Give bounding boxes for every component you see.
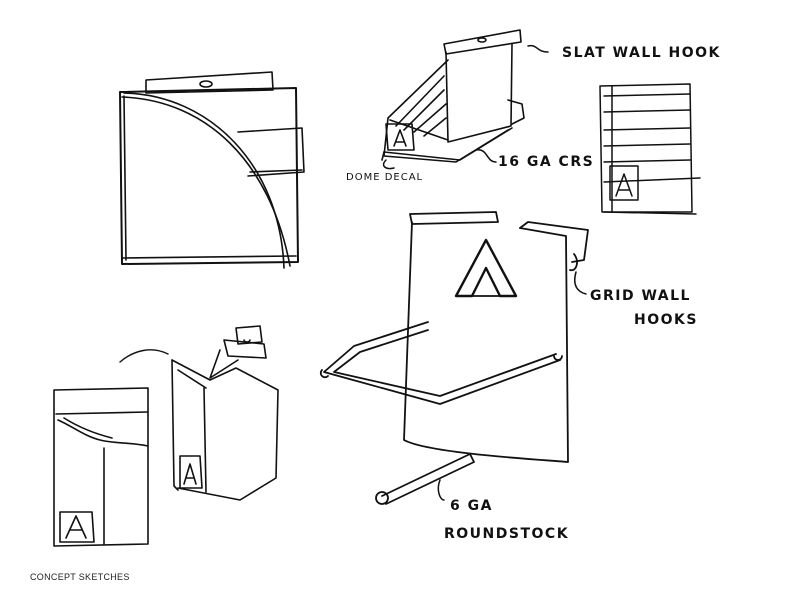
sketch-box-front <box>53 387 149 547</box>
label-roundstock: ROUNDSTOCK <box>444 526 569 542</box>
footer-caption: CONCEPT SKETCHES <box>30 572 130 582</box>
callout-lines-grid <box>437 271 587 501</box>
callout-line-bin <box>119 349 169 363</box>
label-grid-wall: GRID WALL <box>590 288 691 304</box>
sketch-grid-wall-display <box>319 211 589 505</box>
label-6-ga: 6 GA <box>450 498 493 514</box>
sketch-square-panel <box>119 71 305 269</box>
sketch-slat-wall-tray <box>381 29 525 163</box>
label-dome-decal: DOME DECAL <box>346 172 423 183</box>
sketch-front-rack <box>599 83 701 215</box>
callout-lines-tray <box>382 44 549 170</box>
label-hooks: HOOKS <box>634 312 698 328</box>
sketch-bin-holder <box>171 325 279 501</box>
label-slat-wall-hook: SLAT WALL HOOK <box>562 45 721 61</box>
label-16-ga-crs: 16 GA CRS <box>498 154 594 170</box>
